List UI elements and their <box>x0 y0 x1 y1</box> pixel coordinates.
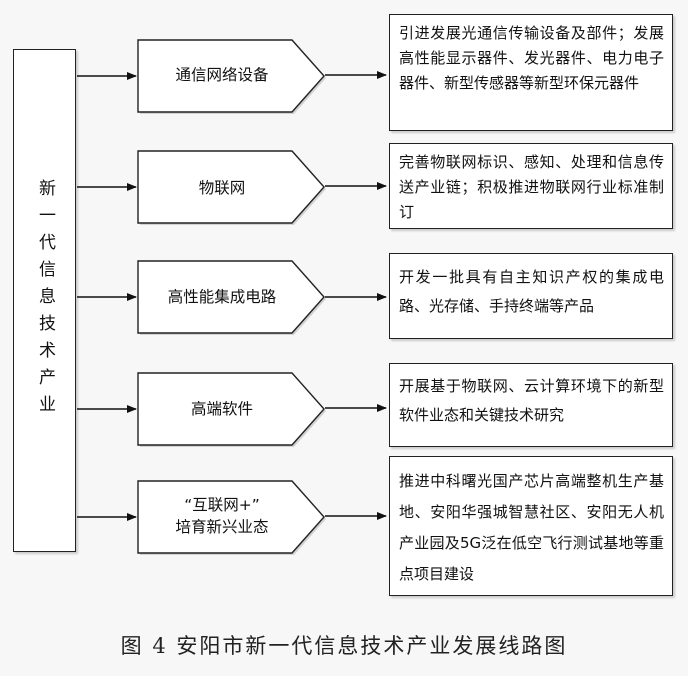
root-label: 新一代信息技术产业 <box>35 179 55 422</box>
category-node-internet-plus: “互联网+” 培育新兴业态 <box>138 490 320 542</box>
category-shape-high-end-software <box>137 372 325 446</box>
category-node-integrated-circuits: 高性能集成电路 <box>138 271 320 323</box>
description-text: 开展基于物联网、云计算环境下的新型软件业态和关键技术研究 <box>399 377 664 424</box>
description-box-iot: 完善物联网标识、感知、处理和信息传送产业链；积极推进物联网行业标准制订 <box>389 143 673 229</box>
category-label: 高端软件 <box>190 400 253 418</box>
description-text: 推进中科曙光国产芯片高端整机生产基地、安阳华强城智慧社区、安阳无人机产业园及5G… <box>399 472 664 583</box>
description-box-high-end-software: 开展基于物联网、云计算环境下的新型软件业态和关键技术研究 <box>389 363 673 447</box>
description-box-integrated-circuits: 开发一批具有自主知识产权的集成电路、光存储、手持终端等产品 <box>389 253 673 339</box>
description-text: 完善物联网标识、感知、处理和信息传送产业链；积极推进物联网行业标准制订 <box>399 153 664 221</box>
category-label: 物联网 <box>198 179 246 197</box>
figure-caption: 图 4 安阳市新一代信息技术产业发展线路图 <box>120 634 568 658</box>
category-label: 通信网络设备 <box>175 66 269 84</box>
description-text: 引进发展光通信传输设备及部件；发展高性能显示器件、发光器件、电力电子器件、新型传… <box>399 24 664 92</box>
description-box-internet-plus: 推进中科曙光国产芯片高端整机生产基地、安阳华强城智慧社区、安阳无人机产业园及5G… <box>389 456 673 596</box>
category-shape-iot <box>137 150 325 224</box>
root-node: 新一代信息技术产业 <box>13 49 76 552</box>
category-shape-communication-equipment <box>137 39 325 113</box>
category-node-communication-equipment: 通信网络设备 <box>138 49 320 101</box>
description-box-communication-equipment: 引进发展光通信传输设备及部件；发展高性能显示器件、发光器件、电力电子器件、新型传… <box>389 14 673 131</box>
category-shape-integrated-circuits <box>137 260 325 334</box>
category-node-high-end-software: 高端软件 <box>138 383 320 435</box>
category-node-iot: 物联网 <box>138 162 320 214</box>
category-label: 高性能集成电路 <box>167 288 277 306</box>
description-text: 开发一批具有自主知识产权的集成电路、光存储、手持终端等产品 <box>399 268 664 315</box>
category-label: “互联网+” 培育新兴业态 <box>175 496 269 536</box>
category-shape-internet-plus <box>137 480 325 554</box>
